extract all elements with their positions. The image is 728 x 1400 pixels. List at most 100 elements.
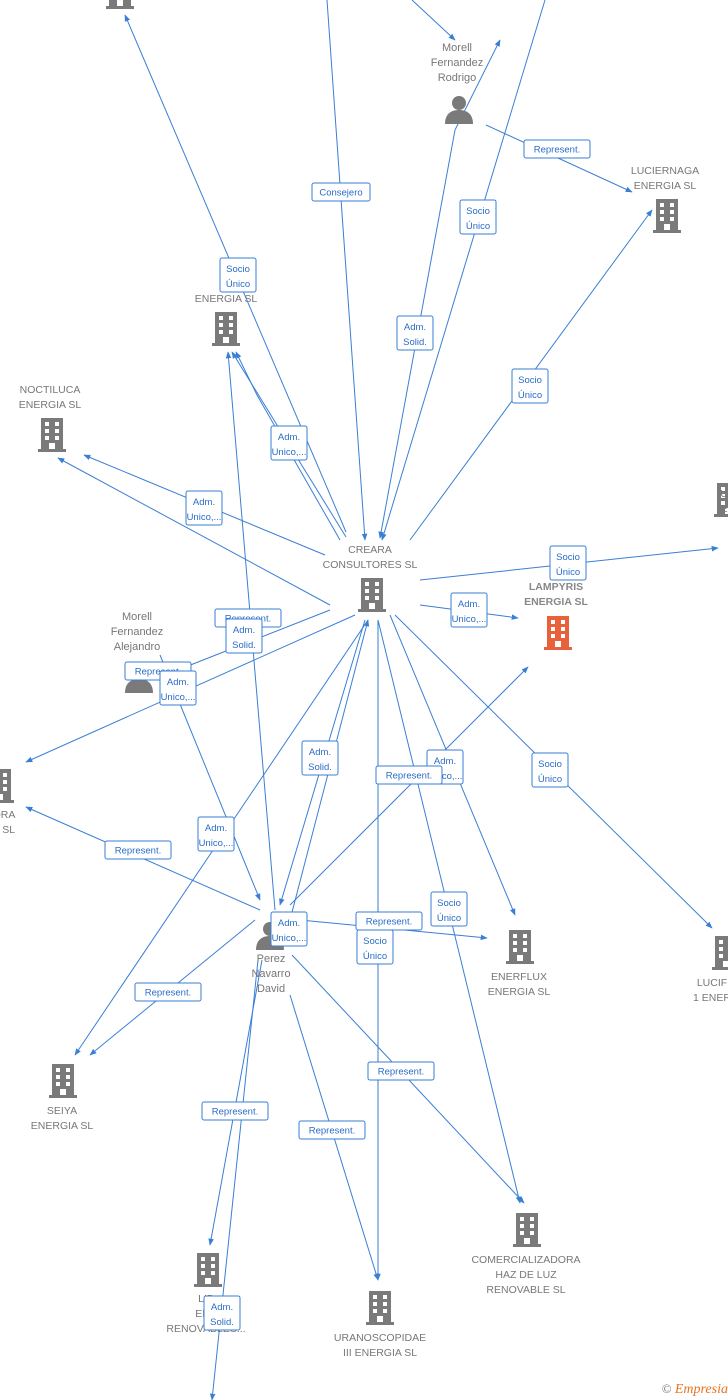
node-label-line: ENERGIA SL bbox=[195, 293, 258, 305]
relation-label-adm-unico[interactable]: Adm. Unico,... bbox=[197, 816, 235, 852]
relation-label-text: Adm. bbox=[193, 497, 215, 508]
relation-label-text: Socio bbox=[437, 898, 461, 909]
relation-label-text: Unico,... bbox=[187, 512, 222, 523]
relation-label-represent[interactable]: Represent. bbox=[523, 139, 591, 159]
relation-label-text: Consejero bbox=[319, 188, 362, 199]
relation-edge bbox=[411, 0, 456, 41]
relation-label-text: Represent. bbox=[135, 667, 181, 678]
relation-edge bbox=[57, 457, 331, 606]
node-label-line: ORA bbox=[0, 809, 15, 821]
node-label-line: NOCTILUCA bbox=[20, 384, 81, 396]
brand-logo[interactable]: Empresia bbox=[674, 1382, 728, 1397]
footer: © Empresia bbox=[662, 1381, 728, 1398]
node-label-line: ENERGIA SL bbox=[524, 596, 588, 608]
relation-label-adm-unico[interactable]: Adm.Unico,... bbox=[450, 592, 488, 628]
relation-label-text: Único bbox=[538, 774, 562, 785]
relation-label-represent[interactable]: Represent. bbox=[201, 1101, 269, 1121]
relation-label-text: Único bbox=[437, 913, 461, 924]
company-building-icon bbox=[212, 312, 240, 346]
relation-label-text: Represent. bbox=[145, 988, 191, 999]
relation-label-text: Adm. bbox=[167, 677, 189, 688]
relation-label-text: Unico,... bbox=[199, 838, 234, 849]
node-label-line: Fernandez bbox=[431, 57, 484, 69]
relation-label-text: Solid. bbox=[308, 762, 332, 773]
relation-label-text: Adm. bbox=[458, 599, 480, 610]
relation-label-text: Represent. bbox=[212, 1107, 258, 1118]
node-label-line: Fernandez bbox=[111, 626, 164, 638]
relation-label-adm-solid[interactable]: Adm.Solid. bbox=[203, 1295, 241, 1331]
company-building-icon bbox=[653, 199, 681, 233]
node-label-line: LUCIERNAGA bbox=[631, 165, 699, 177]
relation-label-text: Único bbox=[556, 567, 580, 578]
company-building-icon bbox=[506, 930, 534, 964]
node-label-line: E bbox=[720, 503, 727, 515]
relation-label-represent[interactable]: Represent. bbox=[355, 911, 423, 931]
node-label-line: Perez bbox=[257, 953, 286, 965]
relation-label-text: Único bbox=[518, 390, 542, 401]
relation-label-text: Represent. bbox=[366, 917, 412, 928]
company-building-icon bbox=[712, 936, 728, 970]
node-label-line: URANOSCOPIDAE bbox=[334, 1332, 426, 1344]
edges bbox=[25, 0, 719, 1400]
node-label-line: ENERGIA SL bbox=[488, 986, 551, 998]
relation-label-adm-unico[interactable]: Adm.Unico,... bbox=[270, 425, 308, 461]
node-label-line: Rodrigo bbox=[438, 72, 477, 84]
node-label-line: Alejandro bbox=[114, 641, 160, 653]
relation-label-text: Adm. bbox=[309, 747, 331, 758]
relation-label-adm-unico[interactable]: Adm.Unico,... bbox=[159, 670, 197, 706]
node-label-line: LUCIF bbox=[697, 977, 727, 989]
relation-label-represent[interactable]: Represent. bbox=[298, 1120, 366, 1140]
relation-label-text: Represent. bbox=[386, 771, 432, 782]
relation-label-adm-solid[interactable]: Adm.Solid. bbox=[225, 618, 263, 654]
relation-label-text: Único bbox=[363, 951, 387, 962]
relation-label-text: Adm. bbox=[205, 823, 227, 834]
relation-edge bbox=[235, 351, 341, 541]
relation-label-consejero[interactable]: Consejero bbox=[311, 182, 371, 202]
relation-label-represent[interactable]: Represent. bbox=[375, 765, 443, 785]
relation-label-text: Adm. bbox=[211, 1302, 233, 1313]
relation-label-represent[interactable]: Represent. bbox=[367, 1061, 435, 1081]
relation-label-text: Represent. bbox=[115, 846, 161, 857]
company-building-icon bbox=[513, 1213, 541, 1247]
relation-label-adm-solid[interactable]: Adm.Solid. bbox=[396, 315, 434, 351]
relation-label-adm-unico[interactable]: Adm. Unico,... bbox=[185, 490, 223, 526]
relation-label-represent[interactable]: Represent. bbox=[134, 982, 202, 1002]
node-label-line: Morell bbox=[122, 611, 152, 623]
node-right_u[interactable]: UE bbox=[714, 483, 728, 517]
node-top_left[interactable] bbox=[106, 0, 134, 9]
relation-label-text: Socio bbox=[538, 759, 562, 770]
relation-label-adm-solid[interactable]: Adm. Solid. bbox=[301, 740, 339, 776]
company-building-icon bbox=[49, 1064, 77, 1098]
relation-label-adm-unico[interactable]: Adm.Unico,... bbox=[270, 911, 308, 947]
node-label-line: SEIYA bbox=[47, 1105, 77, 1117]
node-left_ora[interactable]: ORAA SL bbox=[0, 769, 15, 836]
relation-label-text: Solid. bbox=[403, 337, 427, 348]
relation-edge bbox=[326, 0, 368, 541]
company-building-icon bbox=[0, 769, 14, 803]
relation-label-text: Único bbox=[226, 279, 250, 290]
relation-label-represent[interactable]: Represent. bbox=[104, 840, 172, 860]
node-label-line: COMERCIALIZADORA bbox=[471, 1254, 580, 1266]
company-building-icon bbox=[38, 418, 66, 452]
